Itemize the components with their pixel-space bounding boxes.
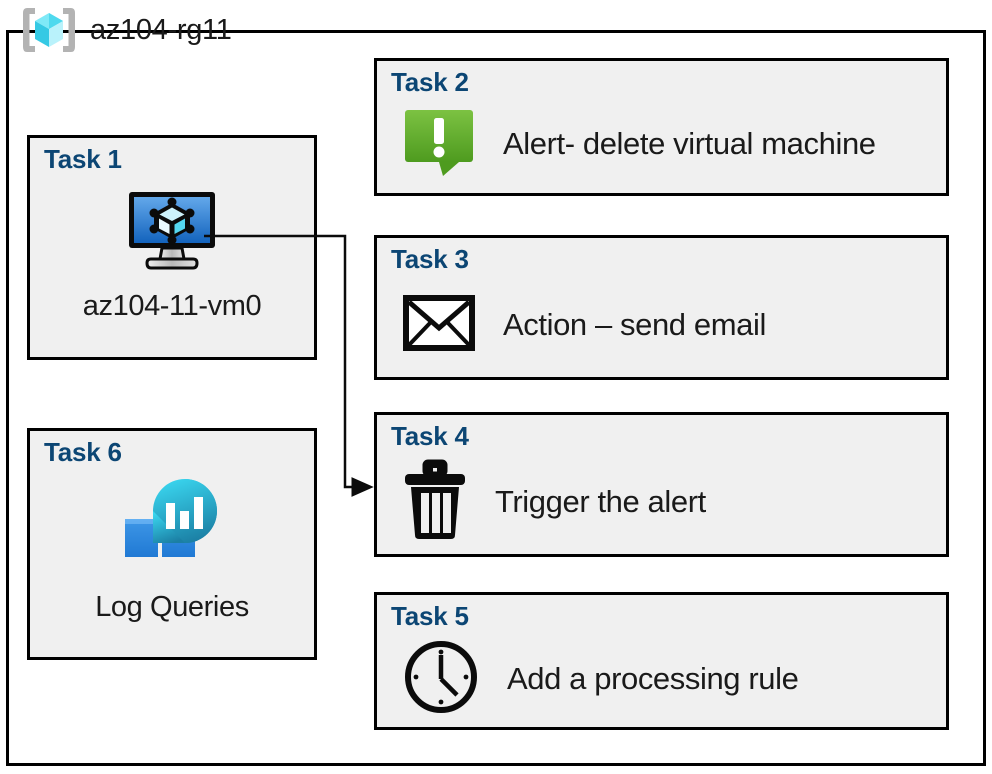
task1-icon-slot <box>30 190 314 276</box>
task2-row: Alert- delete virtual machine <box>403 107 936 181</box>
trash-can-icon <box>403 459 467 546</box>
task1-label: az104-11-vm0 <box>82 290 262 322</box>
task4-card[interactable]: Task 4 Trigger the alert <box>374 412 949 557</box>
envelope-icon <box>403 294 475 356</box>
virtual-machine-icon <box>126 189 218 278</box>
task3-card[interactable]: Task 3 Action – send email <box>374 235 949 380</box>
task6-title: Task 6 <box>44 437 122 467</box>
task2-card[interactable]: Task 2 Alert- delete virtual machine <box>374 58 949 196</box>
clock-icon <box>403 639 479 720</box>
task2-label: Alert- delete virtual machine <box>503 126 876 161</box>
task4-label: Trigger the alert <box>495 484 706 519</box>
resource-group-cube-icon <box>18 5 80 55</box>
task1-title: Task 1 <box>44 144 122 174</box>
task3-label: Action – send email <box>503 307 766 342</box>
task5-title: Task 5 <box>391 601 469 631</box>
task6-label: Log Queries <box>95 591 249 623</box>
task5-card[interactable]: Task 5 Add a processing rule <box>374 592 949 730</box>
task6-card[interactable]: Task 6 <box>27 428 317 660</box>
task2-title: Task 2 <box>391 67 469 97</box>
task3-title: Task 3 <box>391 244 469 274</box>
resource-group-title: az104-rg11 <box>90 13 232 46</box>
frame-title-notch <box>23 55 285 71</box>
task3-row: Action – send email <box>403 286 936 364</box>
task4-row: Trigger the alert <box>403 459 936 546</box>
task5-label: Add a processing rule <box>507 661 799 696</box>
alert-bubble-icon <box>403 106 475 183</box>
task1-card[interactable]: Task 1 <box>27 135 317 360</box>
resource-group-frame <box>6 30 986 766</box>
task6-icon-slot <box>30 477 314 578</box>
log-analytics-icon <box>119 477 225 578</box>
task4-title: Task 4 <box>391 421 469 451</box>
resource-group-header: az104-rg11 <box>18 2 232 58</box>
task5-row: Add a processing rule <box>403 639 936 719</box>
